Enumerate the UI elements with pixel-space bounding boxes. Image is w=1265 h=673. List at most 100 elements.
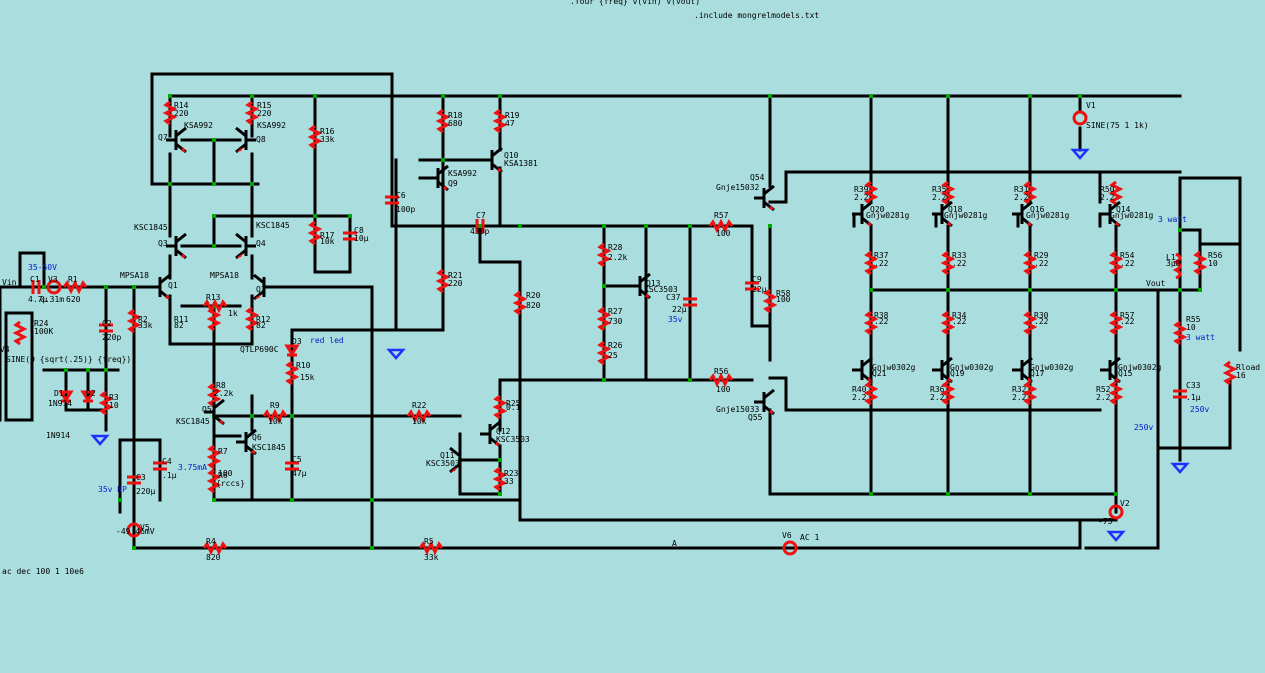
junction-dot bbox=[1078, 94, 1082, 98]
component-label: R37 bbox=[874, 251, 889, 260]
resistor bbox=[863, 380, 879, 406]
resistor bbox=[1022, 380, 1038, 406]
component-label: 620 bbox=[66, 295, 81, 304]
transistor bbox=[1012, 356, 1033, 384]
resistor bbox=[1108, 380, 1124, 406]
junction-dot bbox=[212, 182, 216, 186]
component-label: R8 bbox=[216, 381, 226, 390]
component-label: Vin bbox=[2, 278, 17, 287]
component-label: MPSA18 bbox=[210, 271, 239, 280]
junction-dot bbox=[1028, 288, 1032, 292]
ground-icon bbox=[1170, 462, 1190, 474]
component-label: Q13 bbox=[646, 279, 661, 288]
junction-dot bbox=[498, 94, 502, 98]
junction-dot bbox=[250, 182, 254, 186]
junction-dot bbox=[602, 224, 606, 228]
component-label: 100K bbox=[34, 327, 53, 336]
component-label: R17 bbox=[320, 231, 335, 240]
component-label: KSC1845 bbox=[252, 443, 286, 452]
component-label: V4 bbox=[0, 345, 10, 354]
transistor-arrow bbox=[769, 205, 774, 210]
resistor bbox=[202, 298, 228, 314]
component-label: Gnjw0302g bbox=[1118, 363, 1162, 372]
component-label: Gnje15033 bbox=[716, 405, 760, 414]
component-label: C3 bbox=[136, 473, 146, 482]
component-label: R22 bbox=[412, 401, 427, 410]
transistor bbox=[235, 232, 256, 260]
component-label: Q8 bbox=[256, 135, 266, 144]
component-label: C33 bbox=[1186, 381, 1201, 390]
component-label: R15 bbox=[257, 101, 272, 110]
transistor-arrow bbox=[497, 167, 502, 172]
component-label: R36 bbox=[930, 385, 945, 394]
junction-dot bbox=[518, 224, 522, 228]
component-label: R39 bbox=[854, 185, 869, 194]
component-label: Q10 bbox=[504, 151, 519, 160]
resistor bbox=[940, 310, 956, 336]
resistor bbox=[206, 444, 222, 470]
transistor bbox=[754, 184, 775, 212]
capacitor bbox=[285, 461, 299, 471]
component-label: C9 bbox=[752, 275, 762, 284]
component-label: R18 bbox=[448, 111, 463, 120]
resistor bbox=[435, 268, 451, 294]
component-label: MPSA18 bbox=[120, 271, 149, 280]
junction-dot bbox=[1198, 288, 1202, 292]
component-label: V5 bbox=[140, 523, 150, 532]
junction-dot bbox=[498, 492, 502, 496]
component-label: R57 bbox=[1120, 311, 1135, 320]
component-label: SINE(0 {sqrt(.25)} {freq}) bbox=[6, 355, 131, 364]
junction-dot bbox=[168, 94, 172, 98]
component-label: 100 bbox=[776, 295, 791, 304]
junction-dot bbox=[946, 288, 950, 292]
component-label: 15k bbox=[300, 373, 315, 382]
component-label: SINE(75 1 1k) bbox=[1086, 121, 1149, 130]
transistor-arrow bbox=[236, 147, 243, 152]
resistor bbox=[492, 394, 508, 420]
component-label: R29 bbox=[1034, 251, 1049, 260]
component-label: Q18 bbox=[948, 205, 963, 214]
resistor bbox=[596, 340, 612, 366]
component-label: 25 bbox=[608, 351, 618, 360]
resistor bbox=[1192, 250, 1208, 276]
junction-dot bbox=[1028, 492, 1032, 496]
diode bbox=[58, 390, 74, 403]
transistor bbox=[1012, 200, 1033, 228]
resistor bbox=[596, 242, 612, 268]
component-label: Q3 bbox=[158, 239, 168, 248]
transistor bbox=[150, 273, 171, 301]
component-label: R50 bbox=[1100, 185, 1115, 194]
junction-dot bbox=[441, 94, 445, 98]
component-label: Q7 bbox=[158, 133, 168, 142]
component-label: R31 bbox=[1014, 185, 1029, 194]
component-label: 22µ bbox=[672, 305, 687, 314]
component-label: R19 bbox=[505, 111, 520, 120]
resistor bbox=[512, 290, 528, 316]
component-label: 82 bbox=[174, 321, 184, 330]
junction-dot bbox=[104, 285, 108, 289]
resistor bbox=[435, 108, 451, 134]
component-label: .22 bbox=[874, 259, 889, 268]
annotation-note: 35-50V bbox=[28, 263, 57, 272]
component-label: 430p bbox=[470, 227, 489, 236]
component-label: KSC1845 bbox=[256, 221, 290, 230]
component-label: Q14 bbox=[1116, 205, 1131, 214]
resistor bbox=[1172, 320, 1188, 346]
transistor-arrow bbox=[867, 377, 872, 382]
component-label: Q20 bbox=[870, 205, 885, 214]
component-label: Gnjw0302g bbox=[950, 363, 994, 372]
transistor-arrow bbox=[165, 294, 170, 299]
spice-directive: .include mongrelmodels.txt bbox=[694, 11, 819, 20]
component-label: R40 bbox=[852, 385, 867, 394]
component-label: R14 bbox=[174, 101, 189, 110]
resistor bbox=[863, 310, 879, 336]
junction-dot bbox=[1028, 94, 1032, 98]
component-label: 82 bbox=[256, 321, 266, 330]
component-label: 10µ bbox=[354, 234, 369, 243]
component-label: -49.46mV bbox=[116, 527, 155, 536]
transistor bbox=[852, 356, 873, 384]
ground-icon bbox=[1106, 530, 1126, 542]
component-label: R56 bbox=[714, 367, 729, 376]
component-label: 820 bbox=[206, 553, 221, 562]
junction-dot bbox=[602, 284, 606, 288]
